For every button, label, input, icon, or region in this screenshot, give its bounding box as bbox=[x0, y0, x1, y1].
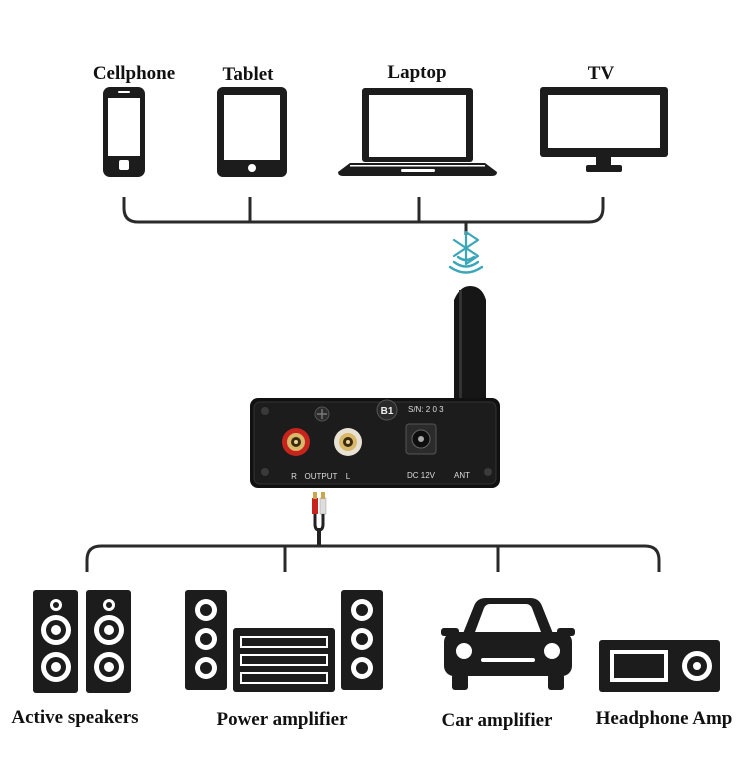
ant-label: ANT bbox=[454, 471, 470, 480]
output-label-car-amplifier: Car amplifier bbox=[442, 710, 554, 731]
rca-jack-left bbox=[334, 428, 362, 456]
dc-label: DC 12V bbox=[407, 471, 436, 480]
output-label-active-speakers: Active speakers bbox=[11, 707, 138, 728]
source-label-laptop: Laptop bbox=[387, 62, 446, 83]
source-label-cellphone: Cellphone bbox=[93, 63, 175, 84]
tv-icon bbox=[540, 87, 668, 172]
rca-cable bbox=[312, 492, 327, 546]
dc-power-jack bbox=[405, 423, 437, 455]
rca-r-label: R bbox=[291, 472, 297, 481]
laptop-icon bbox=[338, 88, 497, 176]
source-bracket bbox=[122, 197, 605, 235]
bluetooth-icon bbox=[452, 230, 480, 266]
output-label-power-amplifier: Power amplifier bbox=[216, 709, 348, 730]
headphone-amp-icon bbox=[599, 640, 720, 692]
tablet-icon bbox=[217, 87, 287, 177]
receiver-serial: S/N: 2 0 3 bbox=[408, 405, 444, 414]
source-label-tv: TV bbox=[588, 63, 615, 84]
output-label-headphone-amp: Headphone Amp bbox=[596, 708, 733, 729]
bluetooth-receiver-b1: B1 S/N: 2 0 3 R OUTPUT L DC 12V ANT bbox=[250, 286, 500, 488]
output-bracket bbox=[85, 544, 661, 572]
cellphone-icon bbox=[103, 87, 145, 177]
rca-jack-right bbox=[282, 428, 310, 456]
output-label: OUTPUT bbox=[305, 472, 338, 481]
receiver-badge: B1 bbox=[381, 406, 394, 417]
car-icon bbox=[441, 598, 575, 690]
source-label-tablet: Tablet bbox=[222, 64, 274, 85]
rca-l-label: L bbox=[346, 472, 351, 481]
power-amplifier-icon bbox=[185, 590, 383, 692]
wireless-waves-icon bbox=[448, 255, 484, 274]
speakers-icon bbox=[33, 590, 131, 693]
